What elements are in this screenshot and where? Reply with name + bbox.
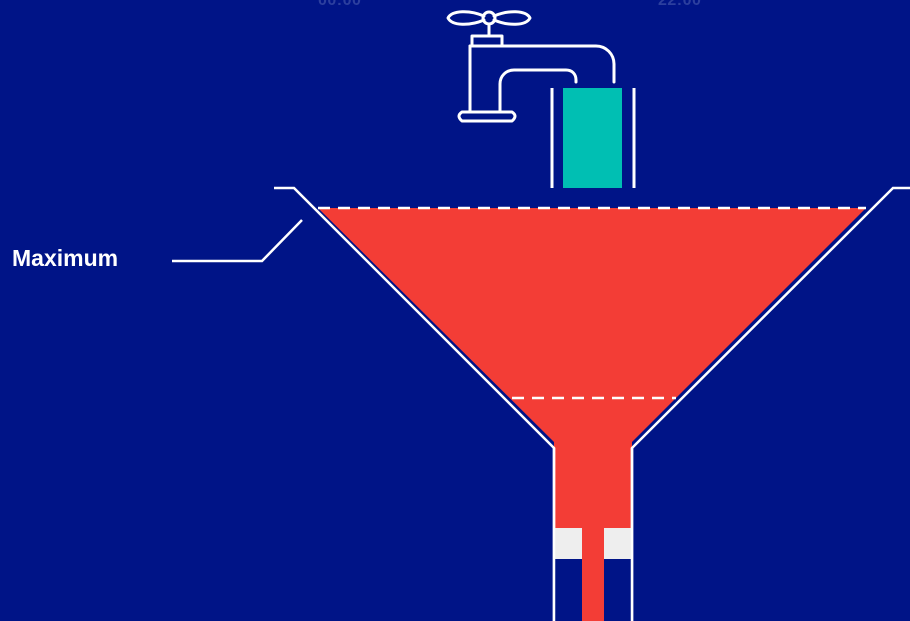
valve-bands: [554, 528, 632, 621]
maximum-label: Maximum: [12, 245, 118, 272]
water-inflow-block: [563, 88, 622, 188]
maximum-pointer-line: [172, 220, 302, 261]
